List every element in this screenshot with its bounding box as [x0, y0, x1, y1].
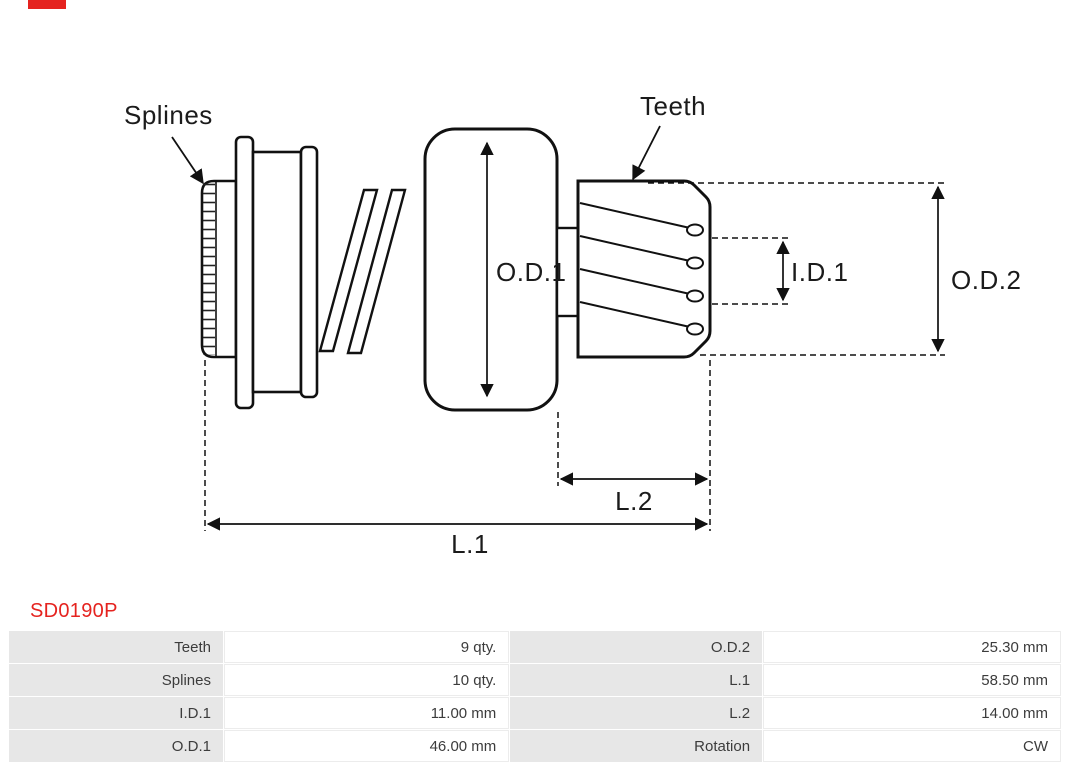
part-number: SD0190P	[30, 600, 118, 622]
pinion-gear	[576, 179, 712, 359]
dimension-l1: L.1	[204, 360, 711, 559]
dimension-id1: I.D.1	[712, 237, 848, 305]
spec-label-cell: L.1	[510, 664, 763, 696]
spec-value-cell: 46.00 mm	[223, 730, 510, 762]
technical-drawing: O.D.1 O.D.2 I.D.1 L.2 L.1	[124, 91, 1021, 559]
spec-label-cell: I.D.1	[9, 697, 223, 729]
spec-label-cell: Splines	[9, 664, 223, 696]
teeth-label: Teeth	[640, 91, 706, 121]
spec-row: I.D.1 11.00 mm L.2 14.00 mm	[9, 697, 1061, 729]
spec-label-cell: Teeth	[9, 631, 223, 663]
annotation-splines: Splines	[124, 100, 213, 185]
spec-table: Teeth 9 qty. O.D.2 25.30 mm Splines 10 q…	[8, 630, 1062, 763]
spec-label-cell: O.D.1	[9, 730, 223, 762]
spec-row: O.D.1 46.00 mm Rotation CW	[9, 730, 1061, 762]
spec-value-cell: CW	[763, 730, 1061, 762]
splines-label: Splines	[124, 100, 213, 130]
rear-flange	[299, 145, 319, 399]
spec-label-cell: Rotation	[510, 730, 763, 762]
spec-value-cell: 10 qty.	[223, 664, 510, 696]
spec-value-cell: 9 qty.	[223, 631, 510, 663]
spec-label-cell: O.D.2	[510, 631, 763, 663]
od1-label: O.D.1	[496, 257, 566, 287]
spec-value-cell: 25.30 mm	[763, 631, 1061, 663]
spec-value-cell: 11.00 mm	[223, 697, 510, 729]
front-flange	[234, 135, 255, 410]
spec-value-cell: 58.50 mm	[763, 664, 1061, 696]
id1-label: I.D.1	[791, 257, 848, 287]
l1-label: L.1	[451, 529, 489, 559]
dimension-l2: L.2	[557, 360, 711, 516]
spec-value-cell: 14.00 mm	[763, 697, 1061, 729]
spring	[318, 188, 407, 355]
spec-label-cell: L.2	[510, 697, 763, 729]
dimension-od2: O.D.2	[648, 182, 1021, 356]
drum	[251, 150, 303, 394]
splined-shaft	[200, 179, 238, 359]
spec-row: Splines 10 qty. L.1 58.50 mm	[9, 664, 1061, 696]
spec-row: Teeth 9 qty. O.D.2 25.30 mm	[9, 631, 1061, 663]
brand-logo-fragment[interactable]	[28, 0, 66, 9]
od2-label: O.D.2	[951, 265, 1021, 295]
dimension-od1: O.D.1	[480, 141, 566, 398]
l2-label: L.2	[615, 486, 653, 516]
annotation-teeth: Teeth	[632, 91, 706, 181]
